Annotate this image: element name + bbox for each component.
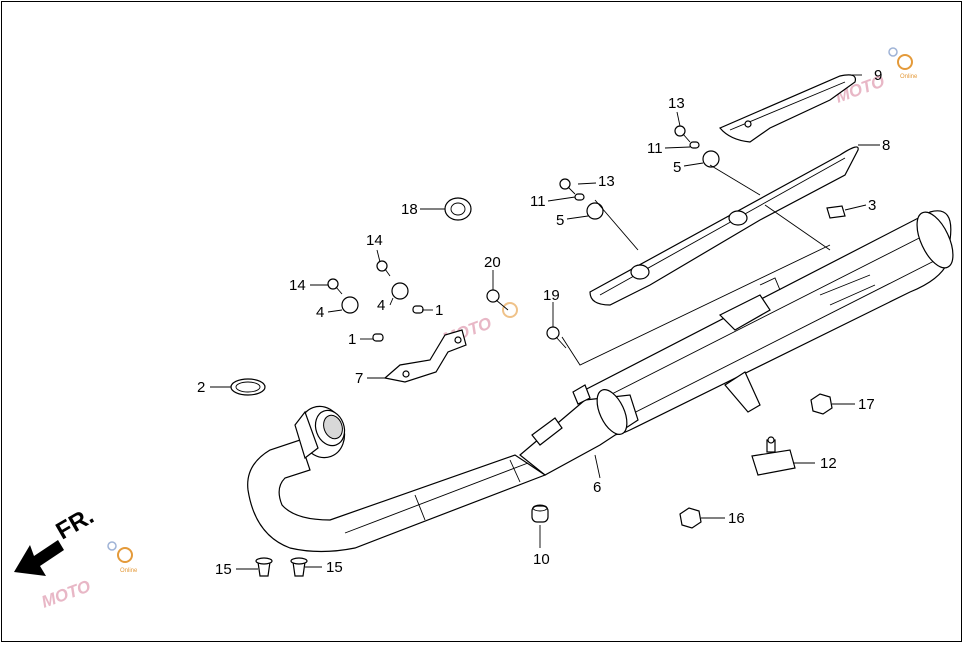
rubber-5b — [702, 150, 720, 168]
exhaust-muffler-assembly — [247, 210, 954, 553]
callout-17: 17 — [858, 396, 875, 413]
callout-1b: 1 — [435, 302, 443, 319]
nut-15b — [290, 557, 308, 577]
clip-part — [826, 205, 846, 219]
front-direction-arrow: FR. — [14, 502, 98, 576]
muffler-bracket — [383, 329, 467, 383]
watermark-subtext-2: Online — [120, 568, 138, 574]
callout-5a: 5 — [556, 212, 564, 229]
callout-15a: 15 — [215, 561, 232, 578]
callout-5b: 5 — [673, 159, 681, 176]
callout-14a: 14 — [289, 277, 306, 294]
arrow-icon — [14, 540, 64, 576]
nut-16 — [679, 507, 702, 529]
callout-9: 9 — [874, 67, 882, 84]
callout-16: 16 — [728, 510, 745, 527]
callout-8: 8 — [882, 137, 890, 154]
watermark-text-2: MOTO — [39, 577, 93, 612]
callout-20: 20 — [484, 254, 501, 271]
bolt-14a — [327, 278, 343, 295]
callout-6: 6 — [593, 479, 601, 496]
callout-11b: 11 — [647, 140, 663, 157]
callout-13b: 13 — [668, 95, 685, 112]
callout-4a: 4 — [316, 304, 324, 321]
nut-15a — [255, 557, 273, 577]
collar-1b — [412, 305, 424, 314]
damper-12 — [751, 436, 796, 476]
front-label: FR. — [52, 502, 99, 545]
callout-10: 10 — [533, 551, 550, 568]
bolt-20 — [486, 289, 509, 311]
collar-11b — [689, 141, 700, 149]
bolt-19 — [546, 326, 567, 349]
heat-shield — [589, 146, 859, 306]
callout-1a: 1 — [348, 331, 356, 348]
callout-19: 19 — [543, 287, 560, 304]
collar-10 — [531, 504, 549, 523]
leader-lines — [210, 74, 880, 570]
bolt-14b — [376, 260, 391, 277]
bolt-13b — [674, 125, 691, 143]
watermark-subtext: Online — [900, 74, 918, 80]
callout-12: 12 — [820, 455, 837, 472]
callout-14b: 14 — [366, 232, 383, 249]
collar-11a — [574, 193, 585, 201]
callout-11a: 11 — [530, 193, 546, 210]
callout-2: 2 — [197, 379, 205, 396]
callout-labels: 9 8 3 13 11 5 13 11 5 18 14 14 20 19 4 1… — [197, 67, 890, 578]
shield-cover — [719, 74, 857, 143]
rubber-4b — [391, 282, 409, 300]
callout-4b: 4 — [377, 297, 385, 314]
callout-15b: 15 — [326, 559, 343, 576]
callout-18: 18 — [401, 201, 418, 218]
rubber-5a — [586, 202, 604, 220]
callout-7: 7 — [355, 370, 363, 387]
bolt-13a — [559, 178, 576, 195]
ring-part — [444, 197, 472, 221]
nut-17 — [810, 393, 833, 415]
callout-13a: 13 — [598, 173, 615, 190]
collar-1a — [372, 333, 384, 342]
rubber-4a — [341, 296, 359, 314]
callout-3: 3 — [868, 197, 876, 214]
